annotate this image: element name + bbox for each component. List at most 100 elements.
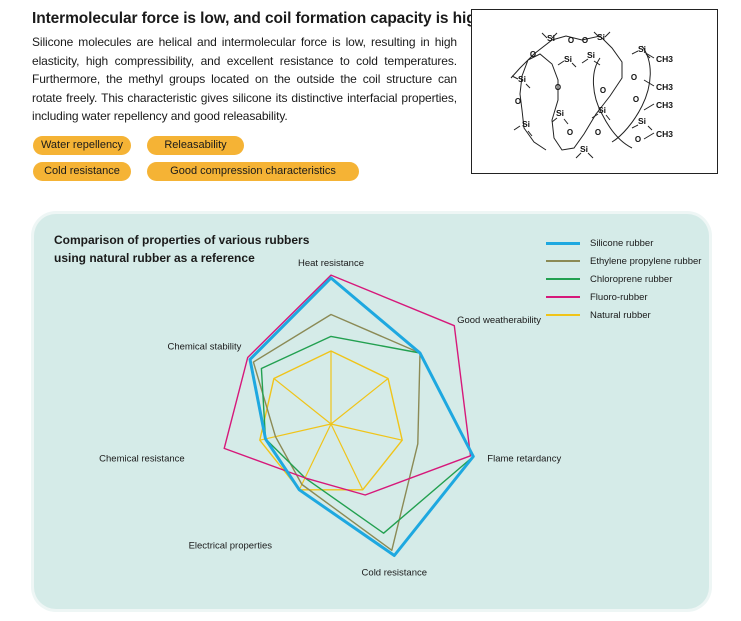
natural-rubber-spoke [330,378,389,425]
methyl-bond [643,51,655,59]
methyl-bond [587,152,594,159]
methyl-bond [643,132,655,140]
legend-item: Natural rubber [546,306,701,324]
methyl-bond [647,125,653,131]
methyl-bond [551,32,558,39]
methyl-bond [571,62,577,68]
tag-releasability: Releasability [147,136,244,155]
methyl-bond [551,117,558,123]
oxygen-atom: O [567,128,573,137]
legend-label: Fluoro-rubber [590,291,648,303]
axis-label: Good weatherability [457,315,541,326]
intro-paragraph: Silicone molecules are helical and inter… [32,35,457,123]
methyl-bond [563,118,569,125]
methyl-bond [513,125,521,131]
siloxane-backbone [510,35,623,151]
series-natural-rubber [259,350,403,491]
oxygen-atom: O [635,135,641,144]
legend-label: Natural rubber [590,309,651,321]
oxygen-atom: O [515,97,521,106]
chart-title-line-2: using natural rubber as a reference [54,251,255,265]
oxygen-atom: O [555,83,561,92]
methyl-bond [541,32,548,39]
oxygen-atom: O [600,86,606,95]
legend-swatch [546,314,580,316]
axis-label: Heat resistance [298,258,364,269]
natural-rubber-spoke [330,423,403,441]
natural-rubber-spoke [259,423,332,441]
methyl-group-label: CH3 [656,82,673,92]
methyl-bond [643,103,655,111]
comparison-chart-panel: Comparison of properties of various rubb… [34,214,709,609]
methyl-group-label: CH3 [656,54,673,64]
oxygen-atom: O [595,128,601,137]
methyl-bond [575,152,582,159]
tag-water-repellency: Water repellency [33,136,131,155]
oxygen-atom: O [633,95,639,104]
methyl-group-label: CH3 [656,129,673,139]
silicon-atom: Si [556,108,564,118]
legend-swatch [546,241,580,245]
oxygen-atom: O [530,50,536,59]
methyl-bond [631,124,639,129]
silicon-atom: Si [580,144,588,154]
natural-rubber-spoke [298,423,332,491]
legend-swatch [546,278,580,280]
silicon-atom: Si [518,74,526,84]
axis-label: Flame retardancy [487,454,561,465]
axis-label: Cold resistance [362,568,427,579]
methyl-bond [525,83,531,89]
legend-item: Ethylene propylene rubber [546,252,701,270]
silicon-atom: Si [564,54,572,64]
silicon-atom: Si [587,50,595,60]
natural-rubber-spoke [330,423,364,491]
methyl-bond [604,31,611,38]
methyl-bond [631,50,639,55]
natural-rubber-spoke [273,378,332,425]
legend-label: Ethylene propylene rubber [590,255,702,267]
siloxane-backbone-3 [611,45,651,143]
methyl-bond [581,58,589,64]
legend-item: Fluoro-rubber [546,288,701,306]
silicon-atom: Si [522,119,530,129]
oxygen-atom: O [631,73,637,82]
silicon-atom: Si [598,105,606,115]
methyl-bond [605,114,611,121]
methyl-bond [557,60,565,66]
series-chloroprene-rubber [260,335,474,534]
chart-title-line-1: Comparison of properties of various rubb… [54,233,310,247]
tag-cold-resistance: Cold resistance [33,162,131,181]
legend-label: Silicone rubber [590,237,654,249]
silicon-atom: Si [597,32,605,42]
silicon-atom: Si [547,33,555,43]
tag-good-compression: Good compression characteristics [147,162,359,181]
methyl-bond [591,113,599,119]
methyl-bond [593,60,601,66]
axis-label: Chemical stability [167,342,241,353]
series-fluoro-rubber [223,274,472,496]
chart-title: Comparison of properties of various rubb… [54,231,309,267]
page-heading: Intermolecular force is low, and coil fo… [32,10,490,27]
methyl-bond [593,31,600,38]
series-ethylene-propylene-rubber [252,313,421,551]
methyl-bond [527,130,533,137]
oxygen-atom: O [582,36,588,45]
axis-label: Chemical resistance [99,454,185,465]
silicon-atom: Si [638,116,646,126]
methyl-bond [645,53,651,59]
legend-label: Chloroprene rubber [590,273,673,285]
axis-label: Electrical properties [189,540,273,551]
series-silicone-rubber [248,276,475,557]
methyl-bond [643,79,655,87]
methyl-group-label: CH3 [656,100,673,110]
legend-swatch [546,260,580,262]
legend-swatch [546,296,580,298]
methyl-bond [511,75,519,80]
legend-item: Silicone rubber [546,234,701,252]
siloxane-backbone-2 [593,57,633,149]
legend-item: Chloroprene rubber [546,270,701,288]
